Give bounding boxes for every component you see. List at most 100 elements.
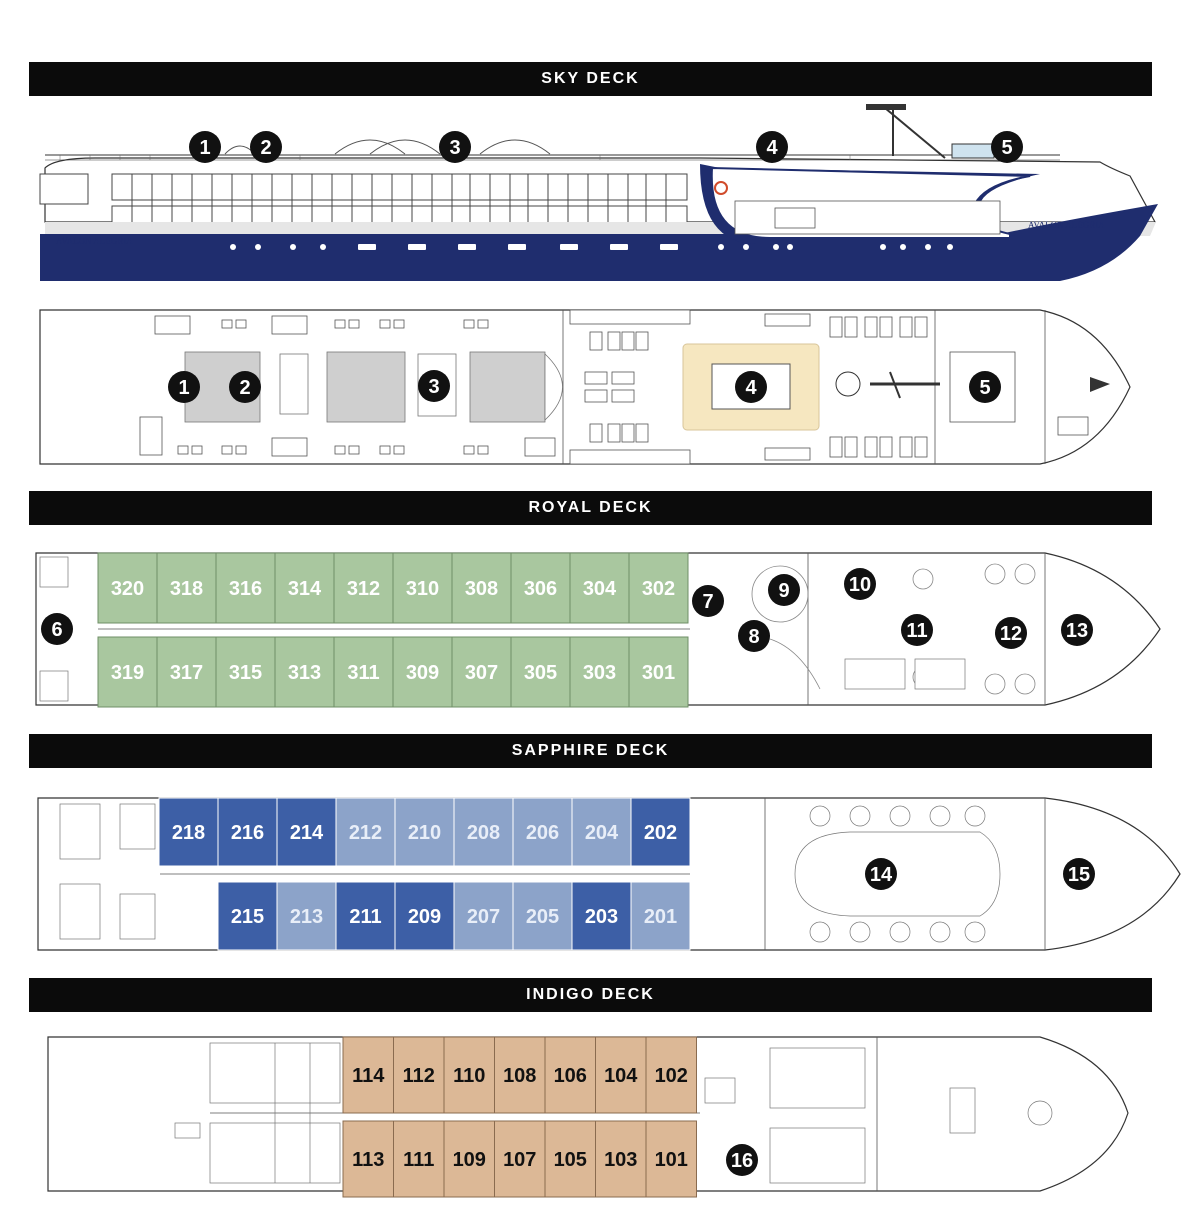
cabin-315-fill (215, 636, 276, 708)
cabin-308[interactable]: 308 (451, 552, 512, 624)
cabin-310[interactable]: 310 (392, 552, 453, 624)
cabin-315-label: 315 (229, 662, 262, 684)
cabin-304[interactable]: 304 (569, 552, 630, 624)
marker-1[interactable]: 1 (189, 131, 221, 163)
svg-text:14: 14 (870, 864, 893, 886)
cabin-201[interactable]: 201 (630, 881, 691, 951)
cabin-313[interactable]: 313 (274, 636, 335, 708)
cabin-105[interactable]: 105 (544, 1120, 596, 1198)
cabin-109[interactable]: 109 (443, 1120, 495, 1198)
cabin-317[interactable]: 317 (156, 636, 217, 708)
cabin-114[interactable]: 114 (342, 1036, 394, 1114)
cabin-103[interactable]: 103 (595, 1120, 647, 1198)
marker-4[interactable]: 4 (735, 371, 767, 403)
cabin-320-fill (97, 552, 158, 624)
marker-5[interactable]: 5 (991, 131, 1023, 163)
svg-text:3: 3 (449, 137, 460, 159)
cabin-204-label: 204 (585, 822, 619, 844)
cabin-203[interactable]: 203 (571, 881, 632, 951)
hull-name-bow: AVALON ALEGRIA (1028, 220, 1105, 230)
cabin-210[interactable]: 210 (394, 797, 455, 867)
cabin-302-label: 302 (642, 578, 675, 600)
svg-text:6: 6 (51, 619, 62, 641)
marker-8[interactable]: 8 (738, 620, 770, 652)
marker-9[interactable]: 9 (768, 574, 800, 606)
cabin-316[interactable]: 316 (215, 552, 276, 624)
marker-13[interactable]: 13 (1061, 614, 1093, 646)
cabin-108[interactable]: 108 (494, 1036, 546, 1114)
cabin-209[interactable]: 209 (394, 881, 455, 951)
cabin-102-label: 102 (655, 1065, 688, 1087)
cabin-106[interactable]: 106 (544, 1036, 596, 1114)
svg-text:12: 12 (1000, 623, 1022, 645)
cabin-218[interactable]: 218 (158, 797, 219, 867)
marker-3[interactable]: 3 (439, 131, 471, 163)
cabin-107[interactable]: 107 (494, 1120, 546, 1198)
cabin-206[interactable]: 206 (512, 797, 573, 867)
cabin-108-label: 108 (503, 1065, 536, 1087)
cabin-104[interactable]: 104 (595, 1036, 647, 1114)
royal-deck-banner: ROYAL DECK (29, 491, 1152, 525)
marker-5[interactable]: 5 (969, 371, 1001, 403)
cabin-320-label: 320 (111, 578, 144, 600)
cabin-102[interactable]: 102 (645, 1036, 697, 1114)
marker-15[interactable]: 15 (1063, 858, 1095, 890)
cabin-309-label: 309 (406, 662, 439, 684)
cabin-312[interactable]: 312 (333, 552, 394, 624)
cabin-208[interactable]: 208 (453, 797, 514, 867)
marker-11[interactable]: 11 (901, 614, 933, 646)
svg-text:7: 7 (702, 591, 713, 613)
cabin-319[interactable]: 319 (97, 636, 158, 708)
sky-deck-plan: 1 2 3 4 5 (39, 309, 1131, 465)
cabin-204[interactable]: 204 (571, 797, 632, 867)
cabin-301-label: 301 (642, 662, 675, 684)
cabin-213[interactable]: 213 (276, 881, 337, 951)
cabin-205[interactable]: 205 (512, 881, 573, 951)
cabin-211[interactable]: 211 (335, 881, 396, 951)
marker-1[interactable]: 1 (168, 371, 200, 403)
cabin-216[interactable]: 216 (217, 797, 278, 867)
cabin-113[interactable]: 113 (342, 1120, 394, 1198)
cabin-101[interactable]: 101 (645, 1120, 697, 1198)
cabin-112-label: 112 (403, 1065, 435, 1087)
cabin-318[interactable]: 318 (156, 552, 217, 624)
cabin-111[interactable]: 111 (393, 1120, 445, 1198)
cabin-309[interactable]: 309 (392, 636, 453, 708)
marker-16[interactable]: 16 (726, 1144, 758, 1176)
cabin-112[interactable]: 112 (393, 1036, 445, 1114)
marker-12[interactable]: 12 (995, 617, 1027, 649)
cabin-301[interactable]: 301 (628, 636, 689, 708)
cabin-207[interactable]: 207 (453, 881, 514, 951)
marker-10[interactable]: 10 (844, 568, 876, 600)
cabin-306[interactable]: 306 (510, 552, 571, 624)
marker-7[interactable]: 7 (692, 585, 724, 617)
cabin-212[interactable]: 212 (335, 797, 396, 867)
cabin-316-label: 316 (229, 578, 262, 600)
cabin-218-fill (158, 797, 219, 867)
marker-4[interactable]: 4 (756, 131, 788, 163)
cabin-314[interactable]: 314 (274, 552, 335, 624)
cabin-302[interactable]: 302 (628, 552, 689, 624)
marker-6[interactable]: 6 (41, 613, 73, 645)
cabin-202[interactable]: 202 (630, 797, 691, 867)
cabin-314-fill (274, 552, 335, 624)
marker-3[interactable]: 3 (418, 370, 450, 402)
cabin-320[interactable]: 320 (97, 552, 158, 624)
cabin-105-label: 105 (554, 1149, 587, 1171)
cabin-215[interactable]: 215 (217, 881, 278, 951)
marker-2[interactable]: 2 (250, 131, 282, 163)
cabin-304-fill (569, 552, 630, 624)
cabin-214[interactable]: 214 (276, 797, 337, 867)
cabin-110[interactable]: 110 (443, 1036, 495, 1114)
svg-text:2: 2 (260, 137, 271, 159)
cabin-311[interactable]: 311 (333, 636, 394, 708)
cabin-305[interactable]: 305 (510, 636, 571, 708)
marker-14[interactable]: 14 (865, 858, 897, 890)
cabin-307[interactable]: 307 (451, 636, 512, 708)
cabin-315[interactable]: 315 (215, 636, 276, 708)
svg-text:4: 4 (745, 377, 757, 399)
cabin-303[interactable]: 303 (569, 636, 630, 708)
marker-2[interactable]: 2 (229, 371, 261, 403)
